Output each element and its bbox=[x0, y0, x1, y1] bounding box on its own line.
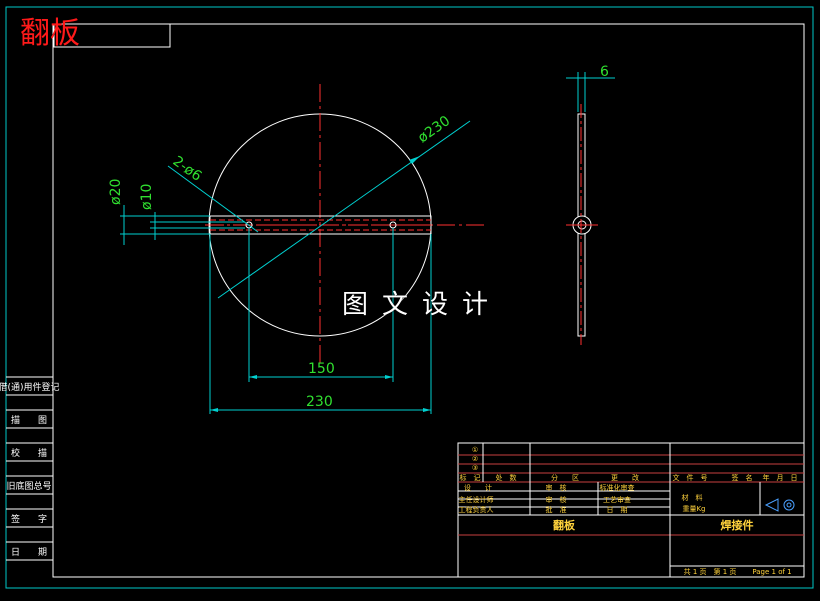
change-header: 文 件 号 bbox=[673, 473, 708, 482]
change-header: 标 记 bbox=[460, 473, 481, 482]
part-name: 翻板 bbox=[553, 518, 576, 532]
dim-d230: ø230 bbox=[415, 113, 453, 146]
sign-label: 主任设计师 bbox=[459, 495, 494, 504]
left-strip bbox=[6, 376, 53, 561]
title-block bbox=[457, 442, 805, 578]
watermark-text: 图文设计 bbox=[342, 290, 503, 320]
sheet-border bbox=[5, 6, 814, 589]
projection-symbol-icon bbox=[764, 498, 795, 512]
drawing-title: 翻板 bbox=[20, 16, 80, 51]
dimension-lines bbox=[120, 72, 615, 414]
strip-label: 描 图 bbox=[11, 414, 47, 426]
page-info: Page 1 of 1 bbox=[752, 568, 791, 576]
part-type: 焊接件 bbox=[721, 518, 754, 532]
strip-label: 旧底图总号 bbox=[6, 480, 51, 492]
sign-label: 批 准 bbox=[546, 505, 567, 514]
change-header: 处 数 bbox=[496, 473, 517, 482]
weight-label: 重量Kg bbox=[682, 505, 705, 513]
dim-spacing: 150 bbox=[308, 361, 335, 377]
strip-label: 签 字 bbox=[11, 513, 47, 525]
dim-thickness: 6 bbox=[600, 64, 609, 80]
change-header: 年 月 日 bbox=[763, 473, 798, 482]
sign-label: 日 期 bbox=[607, 506, 628, 514]
dim-d20: ø20 bbox=[108, 179, 124, 205]
material-label: 材 料 bbox=[682, 493, 703, 502]
strip-label: 校 描 bbox=[11, 447, 47, 459]
dim-width: 230 bbox=[306, 394, 333, 410]
change-header: 更 改 bbox=[611, 473, 639, 482]
change-header: 分 区 bbox=[551, 473, 579, 482]
side-view bbox=[566, 104, 598, 345]
dimension-arrows bbox=[210, 156, 431, 412]
sign-label: 设 计 bbox=[464, 483, 492, 492]
change-header: 签 名 bbox=[732, 473, 753, 482]
strip-label: 日 期 bbox=[11, 547, 47, 558]
sign-label: 工程负责人 bbox=[459, 505, 494, 514]
sign-label: 审 核 bbox=[546, 495, 567, 504]
sign-label: 标准化审查 bbox=[600, 483, 635, 492]
sign-label: 工艺审查 bbox=[603, 495, 631, 504]
rev-mark: ① bbox=[472, 446, 478, 454]
rev-mark: ③ bbox=[472, 464, 478, 472]
title-box bbox=[53, 23, 171, 48]
rev-mark: ② bbox=[472, 455, 478, 463]
sheet-info: 共 1 页 第 1 页 bbox=[684, 567, 737, 576]
strip-label: 借(通)用件登记 bbox=[0, 381, 60, 393]
front-view bbox=[205, 84, 485, 365]
dim-d10: ø10 bbox=[139, 184, 155, 210]
sign-label: 审 核 bbox=[546, 483, 567, 492]
